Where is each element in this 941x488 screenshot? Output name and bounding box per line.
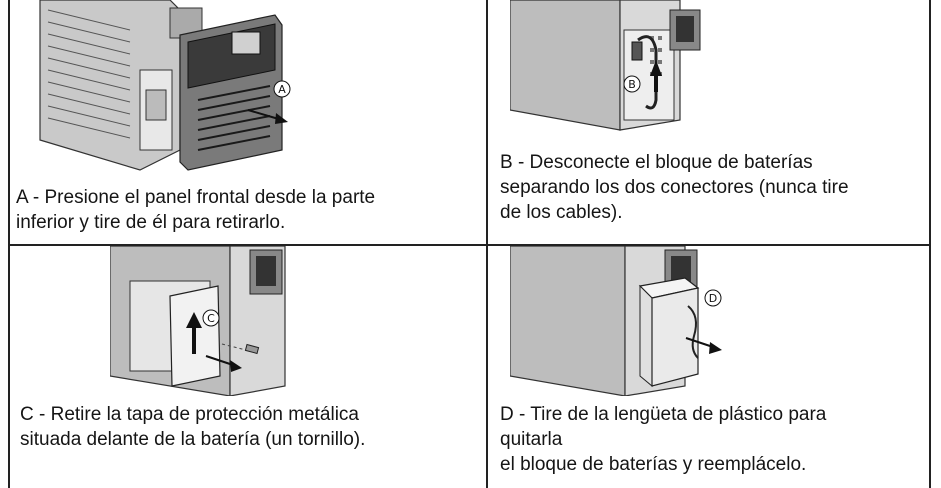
- grid-border-row-divider: [8, 244, 931, 246]
- step-c-caption: C - Retire la tapa de protección metálic…: [20, 404, 366, 450]
- step-c-illustration: C: [110, 246, 286, 396]
- step-d-illustration: D: [510, 246, 722, 396]
- step-d-cell: D D - Tire de la lengüeta de plástico pa…: [488, 246, 929, 488]
- instruction-grid: A A - Presione el panel frontal desde la…: [8, 0, 931, 488]
- step-a-illustration: A: [39, 0, 291, 171]
- step-c-marker: C: [207, 312, 215, 325]
- step-a-caption: A - Presione el panel frontal desde la p…: [16, 187, 376, 233]
- step-d-caption: D - Tire de la lengüeta de plástico para…: [500, 404, 827, 475]
- step-a-cell: A A - Presione el panel frontal desde la…: [10, 0, 486, 244]
- step-b-caption: B - Desconecte el bloque de baterías sep…: [500, 152, 849, 223]
- step-c-cell: C C - Retire la tapa de protección metál…: [10, 246, 486, 488]
- step-a-marker: A: [278, 83, 286, 96]
- step-b-illustration: B: [510, 0, 701, 131]
- step-b-marker: B: [628, 78, 636, 91]
- step-b-cell: B B - Desconecte el bloque de baterías s…: [488, 0, 929, 244]
- step-d-marker: D: [709, 292, 717, 305]
